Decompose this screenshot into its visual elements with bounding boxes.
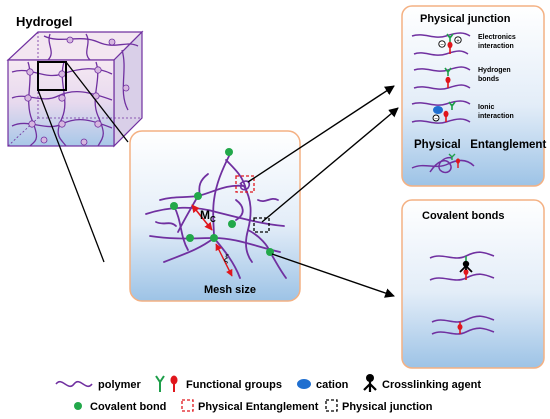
zoom-line-bottom bbox=[37, 89, 105, 263]
physical-junction-panel: Physical junction − + Electronics intera… bbox=[401, 5, 546, 187]
legend-polymer-label: polymer bbox=[98, 379, 142, 391]
arrow-to-physical-junction bbox=[247, 85, 395, 183]
arrow-to-covalent-bonds bbox=[271, 253, 395, 298]
covalent-nodes bbox=[170, 148, 274, 256]
entanglement-marker-box bbox=[235, 175, 255, 193]
legend-physical-junction-label: Physical junction bbox=[342, 401, 433, 413]
physical-entanglement-title: Physical Entanglement bbox=[414, 139, 546, 151]
xi-arrow bbox=[215, 243, 233, 277]
legend-physical-junction-swatch bbox=[325, 399, 338, 412]
covalent-bonds-title: Covalent bonds bbox=[422, 210, 505, 222]
zoom-line-top bbox=[65, 61, 129, 143]
junction-marker-box bbox=[253, 217, 270, 233]
legend-cation-swatch bbox=[297, 379, 311, 389]
legend-functional-groups-label: Functional groups bbox=[186, 379, 282, 391]
legend: polymer Functional groups cation Crossli… bbox=[55, 374, 481, 413]
svg-text:+: + bbox=[456, 39, 460, 45]
hydrogen-bonds-illustration bbox=[413, 66, 471, 90]
legend-covalent-bond-label: Covalent bond bbox=[90, 401, 166, 413]
legend-crosslinking-agent-label: Crosslinking agent bbox=[382, 379, 481, 391]
mc-arrow bbox=[191, 204, 213, 231]
direct-covalent-bond-illustration bbox=[431, 315, 495, 335]
hydrogel-cube bbox=[6, 30, 144, 148]
arrow-to-physical-entanglement bbox=[261, 107, 399, 223]
legend-covalent-bond-swatch bbox=[74, 402, 82, 410]
mesh-size-label: Mesh size bbox=[204, 284, 256, 296]
zoom-region-box bbox=[37, 61, 67, 91]
physical-entanglement-illustration bbox=[411, 153, 475, 174]
legend-physical-entanglement-label: Physical Entanglement bbox=[198, 401, 319, 413]
ionic-interaction-illustration: − bbox=[411, 100, 471, 124]
electronics-interaction-label: Electronics interaction bbox=[478, 34, 518, 50]
mesh-panel: MC ξ Mesh size bbox=[129, 130, 301, 302]
crosslinked-bond-illustration bbox=[429, 251, 495, 281]
covalent-bonds-panel: Covalent bonds bbox=[401, 199, 545, 369]
legend-cation-label: cation bbox=[316, 379, 349, 391]
mc-label: MC bbox=[200, 208, 216, 224]
legend-polymer-swatch bbox=[55, 380, 93, 388]
xi-label: ξ bbox=[224, 254, 229, 265]
hydrogel-title: Hydrogel bbox=[16, 14, 72, 29]
legend-crosslinking-agent-swatch bbox=[363, 374, 377, 392]
electronics-interaction-illustration: − + bbox=[411, 32, 471, 56]
physical-junction-title: Physical junction bbox=[420, 13, 511, 25]
legend-physical-entanglement-swatch bbox=[181, 399, 194, 412]
legend-functional-groups-swatch bbox=[155, 375, 178, 392]
svg-text:−: − bbox=[440, 43, 444, 49]
svg-text:−: − bbox=[434, 117, 438, 123]
